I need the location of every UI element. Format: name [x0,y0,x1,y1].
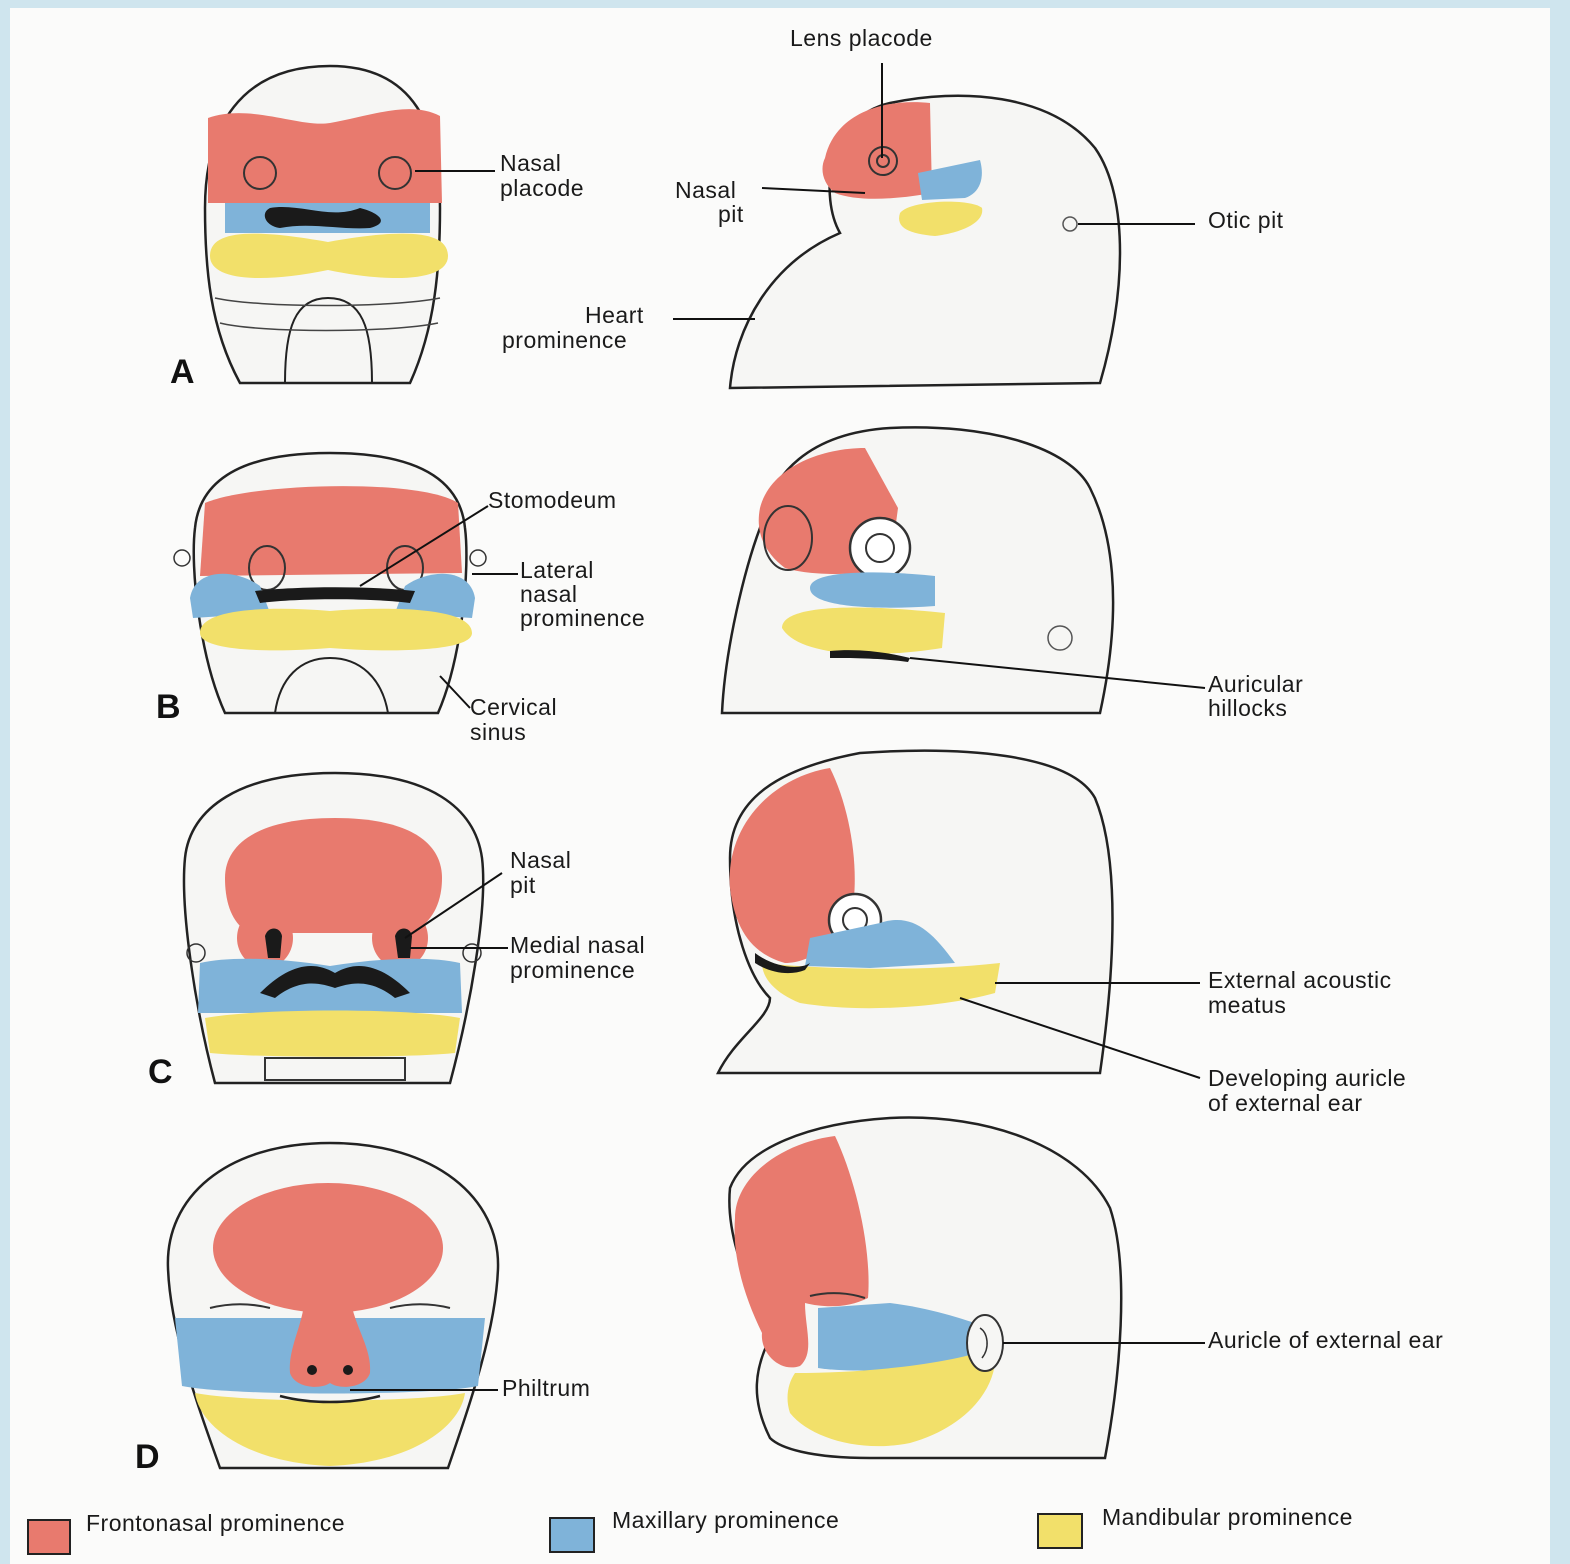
panel-b: B Stomodeum Lateral nasal prominence Cer… [156,426,1303,745]
lens-placode-label: Lens placode [790,25,933,51]
heart-prominence-label-line2: prominence [502,327,627,353]
lateral-nasal-label-line1: Lateral [520,557,594,583]
legend-item-maxillary: Maxillary prominence [549,1507,839,1553]
panel-d-side-view [728,1116,1123,1460]
auricular-hillocks-label-line1: Auricular [1208,671,1303,697]
panel-c: C Nasal pit Medial nasal prominence Exte… [148,749,1406,1116]
panel-a-letter: A [170,353,195,391]
nasal-pit-a-label-line1: Nasal [675,177,736,203]
auricular-hillocks-label-line2: hillocks [1208,695,1287,721]
lateral-nasal-label-line2: nasal [520,581,577,607]
embryo-face-diagram: A Nasal placode Lens placode Nasal pit O… [27,25,1443,1555]
panel-a-front-view [203,64,448,385]
nasal-pit-a-label-line2: pit [718,201,744,227]
stomodeum-label: Stomodeum [488,487,617,513]
nasal-pit-c-label-line2: pit [510,872,536,898]
figure-canvas: A Nasal placode Lens placode Nasal pit O… [10,8,1550,1564]
legend-swatch-maxillary [549,1517,595,1553]
panel-d-letter: D [135,1438,160,1476]
panel-d-front-view [166,1141,500,1470]
auricle-external-ear-label: Auricle of external ear [1208,1327,1443,1353]
legend-item-mandibular: Mandibular prominence [1037,1504,1353,1549]
legend: Frontonasal prominence Maxillary promine… [27,1504,1353,1555]
panel-b-front-view [173,451,487,715]
panel-c-side-view [716,749,1114,1075]
panel-c-front-view [182,771,485,1085]
philtrum-label: Philtrum [502,1375,590,1401]
panel-a: A Nasal placode Lens placode Nasal pit O… [170,25,1284,391]
eam-label-line1: External acoustic [1208,967,1392,993]
panel-b-letter: B [156,688,181,726]
legend-label-mandibular: Mandibular prominence [1102,1504,1353,1530]
nasal-pit-c-label-line1: Nasal [510,847,571,873]
nasal-placode-label-line2: placode [500,175,584,201]
panel-d: D Philtrum Auricle of external ear [135,1116,1443,1476]
medial-nasal-label-line1: Medial nasal [510,932,645,958]
otic-pit-label: Otic pit [1208,207,1284,233]
nasal-placode-label-line1: Nasal [500,150,561,176]
lateral-nasal-label-line3: prominence [520,605,645,631]
medial-nasal-label-line2: prominence [510,957,635,983]
developing-auricle-label-line2: of external ear [1208,1090,1363,1116]
panel-c-letter: C [148,1053,173,1091]
legend-swatch-mandibular [1037,1513,1083,1549]
developing-auricle-label-line1: Developing auricle [1208,1065,1406,1091]
legend-item-frontonasal: Frontonasal prominence [27,1510,345,1555]
panel-b-side-view [720,426,1115,715]
eam-label-line2: meatus [1208,992,1286,1018]
panel-a-side-view [728,94,1122,390]
cervical-sinus-label-line1: Cervical [470,694,557,720]
legend-label-frontonasal: Frontonasal prominence [86,1510,345,1536]
heart-prominence-label-line1: Heart [585,302,644,328]
cervical-sinus-label-line2: sinus [470,719,526,745]
legend-label-maxillary: Maxillary prominence [612,1507,839,1533]
legend-swatch-frontonasal [27,1519,71,1555]
